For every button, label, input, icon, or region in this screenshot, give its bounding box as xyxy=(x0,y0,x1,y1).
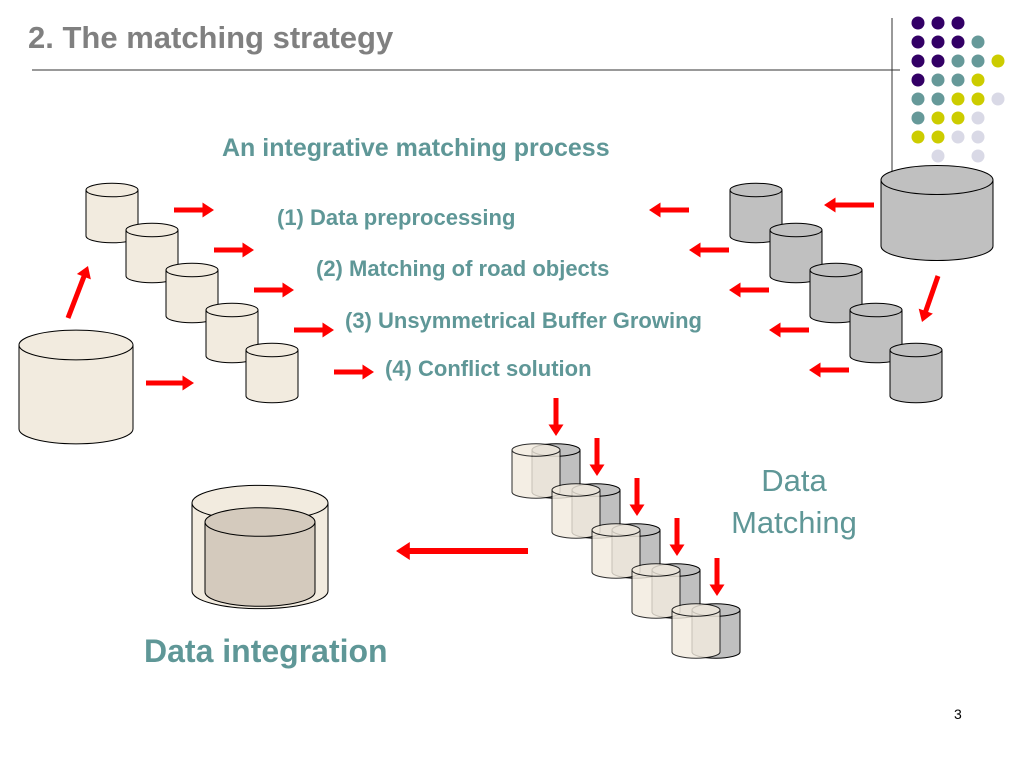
decorative-dot xyxy=(931,149,945,163)
red-arrow-icon xyxy=(629,478,645,516)
decorative-dot xyxy=(951,73,965,87)
decorative-dot xyxy=(911,35,925,49)
decorative-dot xyxy=(951,54,965,68)
data-integration-label: Data integration xyxy=(144,633,388,669)
red-arrow-icon xyxy=(214,242,254,258)
database-cylinder-icon xyxy=(551,483,601,539)
database-cylinder-icon xyxy=(671,603,721,659)
red-arrow-icon xyxy=(254,282,294,298)
page-number: 3 xyxy=(954,706,962,722)
data-matching-line-2: Matching xyxy=(731,505,857,540)
decorative-dot xyxy=(931,73,945,87)
database-cylinder-icon xyxy=(205,302,259,364)
data-matching-label: Data Matching xyxy=(718,460,870,544)
red-arrow-icon xyxy=(689,242,729,258)
red-arrow-icon xyxy=(769,322,809,338)
decorative-dot xyxy=(911,92,925,106)
red-arrow-icon xyxy=(589,438,605,476)
decorative-dot xyxy=(971,73,985,87)
database-cylinder-icon xyxy=(165,262,219,324)
red-arrow-icon xyxy=(918,275,941,322)
step-data-preprocessing: (1) Data preprocessing xyxy=(277,205,516,230)
red-arrow-icon xyxy=(294,322,334,338)
decorative-dot xyxy=(931,54,945,68)
red-arrow-icon xyxy=(174,202,214,218)
data-matching-line-1: Data xyxy=(761,463,827,498)
decorative-dot xyxy=(971,111,985,125)
database-cylinder-icon xyxy=(889,342,943,404)
arrow-group xyxy=(65,197,941,596)
decorative-dot xyxy=(931,16,945,30)
step-matching-road-objects: (2) Matching of road objects xyxy=(316,256,610,281)
decorative-dot xyxy=(931,111,945,125)
decorative-dot xyxy=(911,111,925,125)
red-arrow-icon xyxy=(729,282,769,298)
step-buffer-growing: (3) Unsymmetrical Buffer Growing xyxy=(345,308,702,333)
database-cylinder-icon xyxy=(631,563,681,619)
database-cylinder-icon xyxy=(18,329,134,445)
red-arrow-icon xyxy=(709,558,725,596)
database-cylinder-icon xyxy=(204,507,316,607)
red-arrow-icon xyxy=(649,202,689,218)
decorative-dot xyxy=(911,16,925,30)
decorative-dot xyxy=(951,130,965,144)
decorative-dot xyxy=(991,54,1005,68)
database-cylinder-icon xyxy=(591,523,641,579)
database-cylinder-icon xyxy=(85,182,139,244)
red-arrow-icon xyxy=(809,362,849,378)
decorative-dot xyxy=(971,130,985,144)
decorative-dot xyxy=(911,54,925,68)
step-conflict-solution: (4) Conflict solution xyxy=(385,356,592,381)
decorative-dot xyxy=(971,54,985,68)
database-cylinder-icon xyxy=(729,182,783,244)
database-cylinder-icon xyxy=(245,342,299,404)
decorative-dot xyxy=(991,92,1005,106)
decorative-dot xyxy=(911,73,925,87)
decorative-dot xyxy=(971,92,985,106)
red-arrow-icon xyxy=(65,266,91,319)
decorative-dot xyxy=(971,149,985,163)
red-arrow-icon xyxy=(824,197,874,213)
red-arrow-icon xyxy=(548,398,564,436)
process-subtitle: An integrative matching process xyxy=(222,134,610,162)
database-cylinder-icon xyxy=(511,443,561,499)
decorative-dot xyxy=(911,130,925,144)
database-cylinder-icon xyxy=(769,222,823,284)
decorative-dot xyxy=(951,16,965,30)
red-arrow-icon xyxy=(669,518,685,556)
database-cylinder-icon xyxy=(849,302,903,364)
decorative-dot xyxy=(931,35,945,49)
decorative-dot xyxy=(971,35,985,49)
decorative-dot xyxy=(951,111,965,125)
decorative-dot xyxy=(931,130,945,144)
decorative-dot xyxy=(951,35,965,49)
red-arrow-icon xyxy=(334,364,374,380)
red-arrow-icon xyxy=(396,542,528,560)
database-cylinder-icon xyxy=(880,164,994,262)
red-arrow-icon xyxy=(146,375,194,391)
decorative-dot xyxy=(931,92,945,106)
decorative-dot-grid xyxy=(911,16,1005,163)
decorative-dot xyxy=(951,92,965,106)
database-group xyxy=(18,164,994,659)
slide-title: 2. The matching strategy xyxy=(28,20,394,55)
